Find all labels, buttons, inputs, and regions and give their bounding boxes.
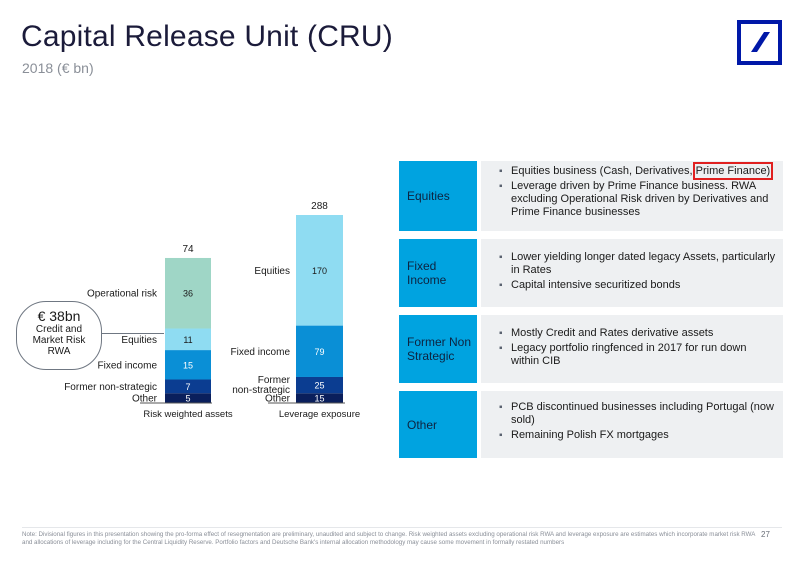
list-item: Mostly Credit and Rates derivative asset… (499, 327, 777, 340)
list-item: Legacy portfolio ringfenced in 2017 for … (499, 342, 777, 368)
callout-line-3: RWA (47, 346, 71, 357)
category-label-equities: Equities (121, 335, 157, 346)
callout-line-2: Market Risk (32, 335, 86, 346)
data-label-fixed-income: 79 (314, 347, 324, 357)
category-label-other: Other (265, 394, 291, 405)
row-label-former-non-strategic: Former Non Strategic (399, 315, 477, 383)
data-label-other: 5 (185, 394, 190, 404)
data-label-other: 15 (314, 394, 324, 404)
footer-divider (22, 527, 782, 528)
row-former-non-strategic: Former Non Strategic Mostly Credit and R… (399, 315, 783, 383)
row-fixed-income: Fixed Income Lower yielding longer dated… (399, 239, 783, 307)
x-tick-label: Leverage exposure (279, 409, 360, 420)
row-equities: Equities Equities business (Cash, Deriva… (399, 161, 783, 231)
row-content-equities: Equities business (Cash, Derivatives, Pr… (481, 161, 783, 231)
total-label: 288 (311, 201, 328, 212)
total-label: 74 (182, 244, 194, 255)
data-label-equities: 170 (312, 266, 327, 276)
bar-segment-other (296, 393, 343, 403)
list-item: Equities business (Cash, Derivatives, Pr… (499, 162, 777, 180)
page-subtitle: 2018 (€ bn) (22, 60, 94, 76)
row-label-fixed-income: Fixed Income (399, 239, 477, 307)
category-label-fixed-income: Fixed income (98, 360, 158, 371)
highlight-prime-finance: Prime Finance) (692, 162, 774, 180)
bar-segment-operational-risk (165, 257, 211, 329)
data-label-operational-risk: 36 (183, 289, 193, 299)
category-label-other: Other (132, 394, 158, 405)
deutsche-bank-logo-icon (737, 20, 782, 65)
bar-segment-former-non-strategic (165, 379, 211, 394)
row-other: Other PCB discontinued businesses includ… (399, 391, 783, 458)
rwa-callout: € 38bn Credit and Market Risk RWA (16, 301, 102, 370)
category-label-operational-risk: Operational risk (87, 289, 158, 300)
bar-segment-equities (165, 328, 211, 351)
bar-segment-former-non-strategic (296, 376, 343, 394)
list-item: Remaining Polish FX mortgages (499, 429, 777, 442)
list-item: Leverage driven by Prime Finance busines… (499, 180, 777, 219)
data-label-equities: 11 (183, 335, 192, 345)
bar-segment-equities (296, 215, 343, 326)
row-content-fixed-income: Lower yielding longer dated legacy Asset… (481, 239, 783, 307)
category-label-former: Former (258, 375, 291, 386)
row-content-former-non-strategic: Mostly Credit and Rates derivative asset… (481, 315, 783, 383)
list-item: PCB discontinued businesses including Po… (499, 401, 777, 427)
row-label-equities: Equities (399, 161, 477, 231)
row-content-other: PCB discontinued businesses including Po… (481, 391, 783, 458)
bar-segment-fixed-income (165, 350, 211, 380)
category-label-fixed-income: Fixed income (231, 347, 291, 358)
list-item: Lower yielding longer dated legacy Asset… (499, 251, 777, 277)
bar-segment-other (165, 393, 211, 403)
category-label-former-non-strategic: Former non-strategic (64, 382, 157, 393)
callout-connector (102, 333, 164, 334)
data-label-former-non-strategic: 7 (185, 382, 190, 392)
data-label-fixed-income: 15 (183, 360, 193, 370)
page-number: 27 (761, 530, 770, 539)
list-item: Capital intensive securitized bonds (499, 279, 777, 292)
page-title: Capital Release Unit (CRU) (21, 20, 393, 53)
logo-slash-icon (751, 32, 770, 52)
category-label-equities: Equities (254, 266, 290, 277)
callout-value: € 38bn (37, 308, 81, 324)
data-label-former-non-strategic: 25 (314, 381, 324, 391)
x-tick-label: Risk weighted assets (143, 409, 232, 420)
business-description-table: Equities Equities business (Cash, Deriva… (399, 161, 783, 466)
footnote: Note: Divisional figures in this present… (22, 531, 756, 546)
row-label-other: Other (399, 391, 477, 458)
bar-segment-fixed-income (296, 325, 343, 377)
category-label-non-strategic: non-strategic (232, 385, 290, 396)
callout-line-1: Credit and (35, 324, 83, 335)
